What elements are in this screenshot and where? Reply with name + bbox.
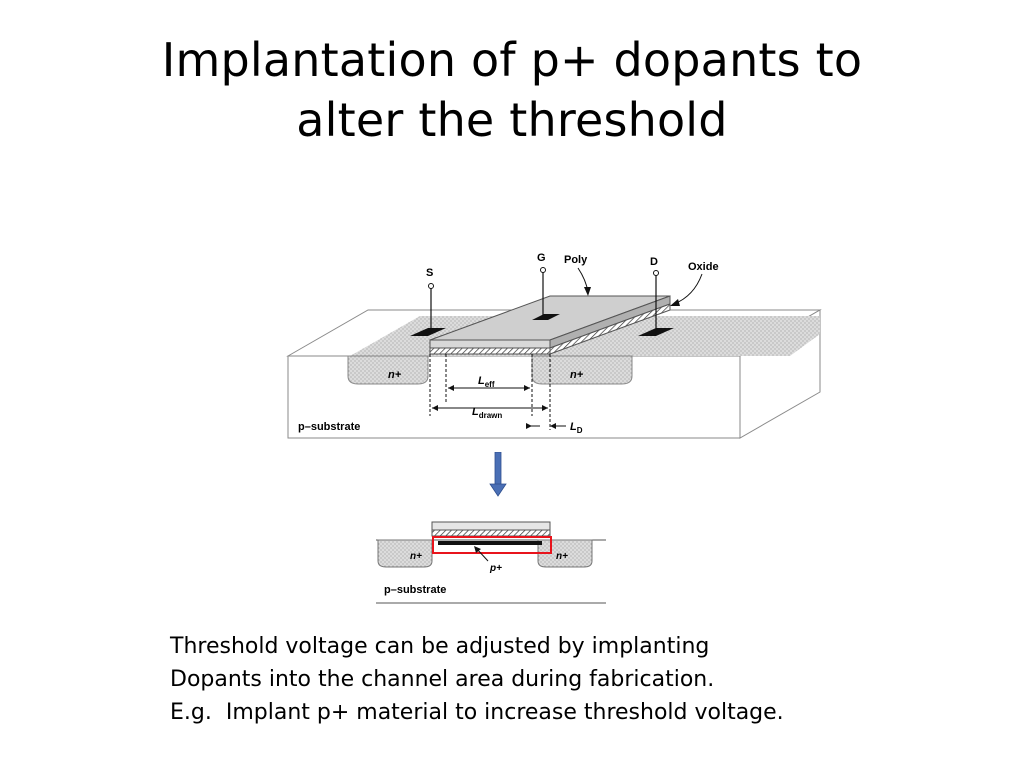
down-arrow-icon [489,452,507,497]
terminal-d [653,270,659,334]
label-n-plus-left: n+ [410,551,422,562]
label-l-drawn: Ldrawn [472,406,502,420]
down-arrow-shaft [494,452,502,487]
terminal-g [540,267,546,316]
gate-poly [431,521,551,531]
label-g: G [537,252,546,264]
implant-highlight-box [432,536,552,554]
label-p-substrate: p–substrate [298,421,360,433]
l-eff-main: L [478,375,485,387]
dimension-arrowheads [432,385,556,429]
label-p-substrate: p–substrate [384,584,446,596]
label-n-plus-right: n+ [556,551,568,562]
n-plus-well-right [531,355,633,385]
poly-gate [429,295,671,355]
label-oxide: Oxide [688,261,719,273]
terminal-s [428,283,434,334]
poly-leader-arrowhead [584,287,591,296]
down-arrow-head [489,483,507,497]
n-plus-left-text: n+ [388,369,402,381]
source-contact [410,328,446,336]
label-p-plus: p+ [489,563,502,574]
label-d: D [650,256,658,268]
slide-title: Implantation of p+ dopants to alter the … [60,30,964,150]
gate-oxide [431,529,551,537]
label-l-eff: Leff [478,375,495,389]
label-s: S [426,267,433,279]
p-plus-leader-arrowhead [474,546,481,553]
n-plus-right-text: n+ [570,369,584,381]
body-line-2: Dopants into the channel area during fab… [170,667,715,692]
l-d-main: L [570,421,577,433]
l-d-sub: D [577,426,583,435]
body-text: Threshold voltage can be adjusted by imp… [170,630,970,729]
l-drawn-sub: drawn [479,411,503,420]
title-line-1: Implantation of p+ dopants to [161,33,863,87]
p-plus-implant-layer [438,541,542,545]
label-l-d: LD [570,421,583,435]
label-n-plus-right: n+ [570,369,584,381]
label-poly: Poly [564,254,588,266]
body-line-1: Threshold voltage can be adjusted by imp… [170,634,710,659]
n-plus-well-left [377,539,433,568]
oxide-leader-arrowhead [670,299,680,306]
title-line-2: alter the threshold [296,93,728,147]
implant-cross-section-diagram: n+ n+ p+ p–substrate [376,521,606,604]
body-line-3: E.g. Implant p+ material to increase thr… [170,700,784,725]
n-plus-well-left [347,355,429,385]
oxide-leader [673,273,703,305]
mosfet-3d-diagram: S G D Poly Oxide n+ n+ [286,252,822,439]
l-drawn-main: L [472,406,479,418]
label-n-plus-left: n+ [388,369,402,381]
l-eff-sub: eff [485,380,495,389]
